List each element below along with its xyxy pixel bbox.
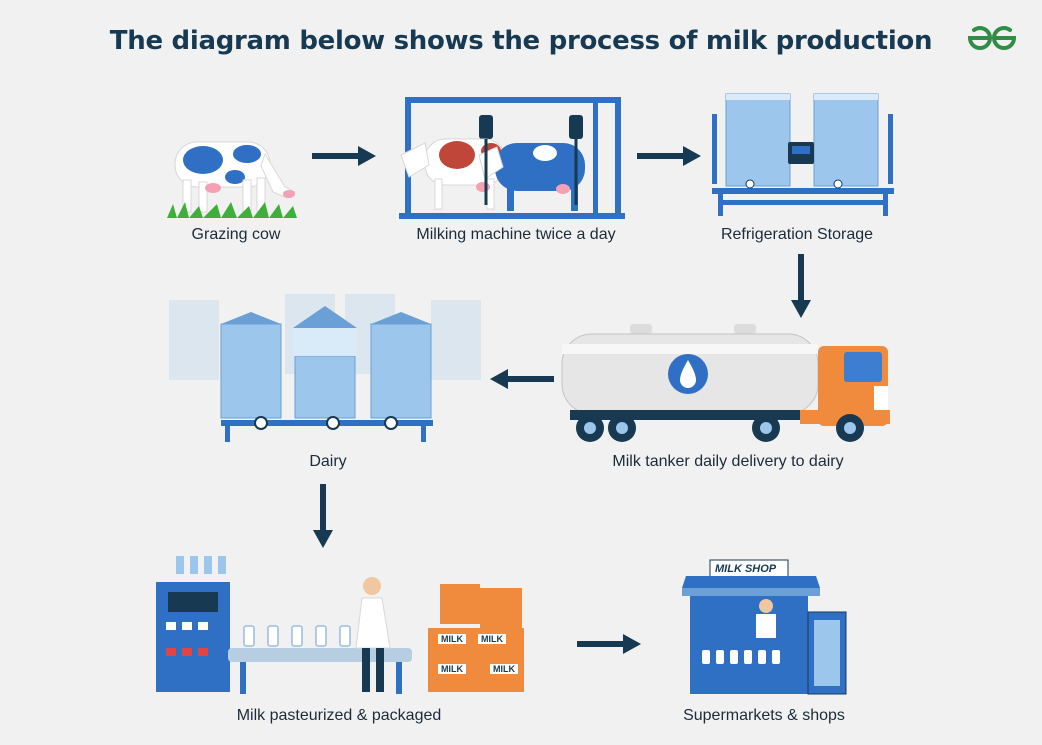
- step-label-milking-machine: Milking machine twice a day: [416, 226, 616, 243]
- box-label: MILK: [438, 634, 466, 644]
- grazing-cow-icon: [167, 141, 297, 218]
- box-label: MILK: [478, 634, 506, 644]
- page-title: The diagram below shows the process of m…: [109, 26, 933, 56]
- refrigeration-tanks-icon: [712, 93, 894, 216]
- dairy-plant-icon: [169, 294, 481, 442]
- milk-tanker-truck-icon: [561, 324, 890, 442]
- milking-machine-icon: [399, 97, 625, 219]
- arrow-down-icon: [791, 254, 811, 318]
- milk-shop-icon: [682, 559, 847, 695]
- step-label-refrigeration-storage: Refrigeration Storage: [720, 226, 874, 243]
- step-label-supermarkets: Supermarkets & shops: [683, 707, 845, 724]
- box-label: MILK: [438, 664, 466, 674]
- packaging-line-icon: [156, 556, 524, 694]
- step-label-grazing-cow: Grazing cow: [191, 226, 281, 243]
- arrow-right-icon: [637, 146, 701, 166]
- arrow-left-icon: [490, 369, 554, 389]
- step-label-milk-tanker: Milk tanker daily delivery to dairy: [612, 453, 844, 470]
- box-label: MILK: [490, 664, 518, 674]
- arrow-right-icon: [577, 634, 641, 654]
- step-label-dairy: Dairy: [309, 453, 347, 470]
- arrow-right-icon: [312, 146, 376, 166]
- arrow-down-icon: [313, 484, 333, 548]
- step-label-pasteurized-packaged: Milk pasteurized & packaged: [236, 707, 442, 724]
- shop-sign: MILK SHOP: [715, 563, 777, 575]
- geeksforgeeks-logo-icon: [967, 26, 1017, 50]
